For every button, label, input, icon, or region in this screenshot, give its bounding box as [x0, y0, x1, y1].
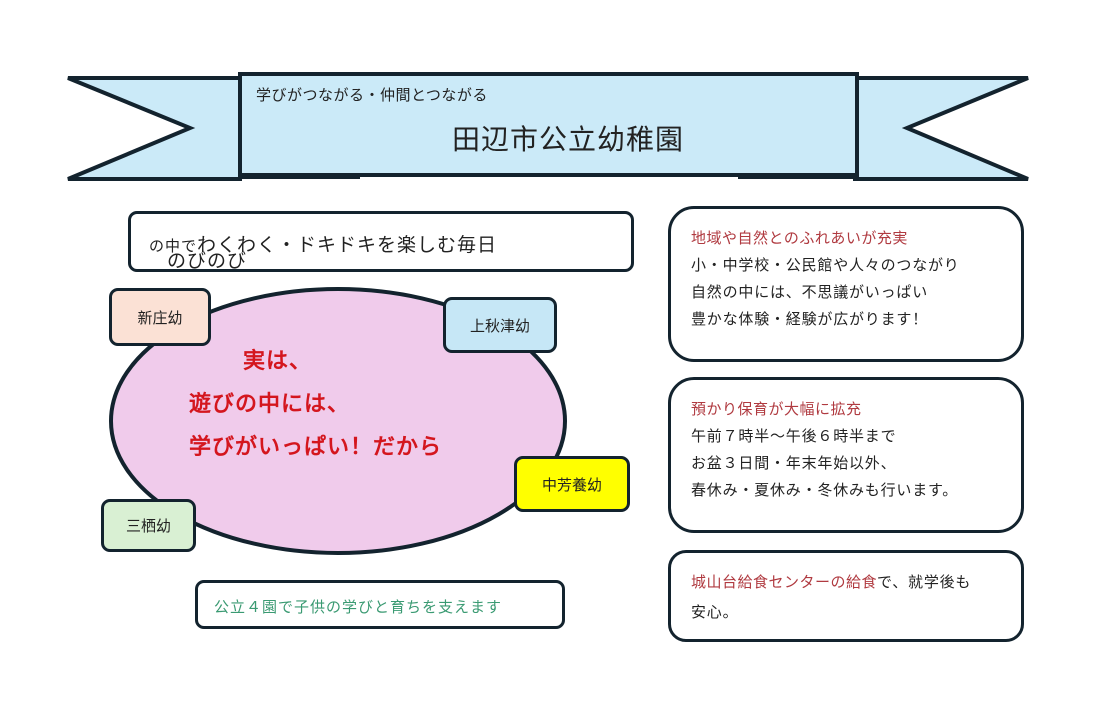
info-box-nature: 地域や自然とのふれあいが充実 小・中学校・公民館や人々のつながり 自然の中には、…	[668, 206, 1024, 362]
info-line: 午前７時半～午後６時半まで	[691, 427, 897, 445]
info-line: 安心。	[691, 603, 739, 621]
slogan-part2: の中で	[149, 237, 198, 255]
kindergarten-name: 上秋津幼	[469, 316, 530, 335]
center-message-line1: 実は、	[243, 349, 313, 374]
slogan-part1: のびのび	[167, 250, 248, 272]
info-heading: 地域や自然とのふれあいが充実	[691, 229, 908, 247]
info-line: 自然の中には、不思議がいっぱい	[691, 283, 929, 301]
center-message-line3: 学びがいっぱい！だから	[189, 435, 443, 460]
kindergarten-shinjo: 新庄幼	[109, 288, 211, 346]
info-line: 小・中学校・公民館や人々のつながり	[691, 256, 960, 274]
info-heading-suffix: で、就学後も	[877, 573, 972, 591]
kindergarten-nakahaya: 中芳養幼	[514, 456, 630, 512]
slogan-part3: わくわく・ドキドキを楽しむ毎日	[197, 234, 498, 256]
info-line: 春休み・夏休み・冬休みも行います。	[691, 481, 959, 499]
kindergarten-name: 中芳養幼	[541, 475, 602, 494]
ribbon-right-tail	[853, 76, 1029, 181]
kindergarten-misu: 三栖幼	[101, 499, 196, 552]
kindergarten-name: 新庄幼	[137, 308, 183, 327]
info-box-lunch: 城山台給食センターの給食で、就学後も 安心。	[668, 550, 1024, 642]
center-message-line2: 遊びの中には、	[189, 392, 351, 417]
support-statement-box: 公立４園で子供の学びと育ちを支えます	[195, 580, 565, 629]
slogan-box: のびのびの中でわくわく・ドキドキを楽しむ毎日	[128, 211, 634, 272]
banner-subtitle: 学びがつながる・仲間とつながる	[256, 86, 488, 104]
support-statement: 公立４園で子供の学びと育ちを支えます	[214, 598, 503, 616]
banner-title: 田辺市公立幼稚園	[452, 123, 685, 156]
info-box-childcare: 預かり保育が大幅に拡充 午前７時半～午後６時半まで お盆３日間・年末年始以外、 …	[668, 377, 1024, 533]
info-heading: 預かり保育が大幅に拡充	[691, 400, 862, 418]
kindergarten-kamiakizu: 上秋津幼	[443, 297, 557, 353]
slogan-text: のびのびの中でわくわく・ドキドキを楽しむ毎日	[149, 230, 498, 272]
info-line: お盆３日間・年末年始以外、	[691, 454, 897, 472]
info-line: 豊かな体験・経験が広がります！	[691, 310, 929, 328]
kindergarten-name: 三栖幼	[125, 517, 171, 535]
ribbon-body	[238, 72, 859, 177]
ribbon-left-tail	[67, 76, 242, 181]
center-ellipse	[109, 287, 567, 555]
info-heading: 城山台給食センターの給食	[691, 573, 878, 591]
